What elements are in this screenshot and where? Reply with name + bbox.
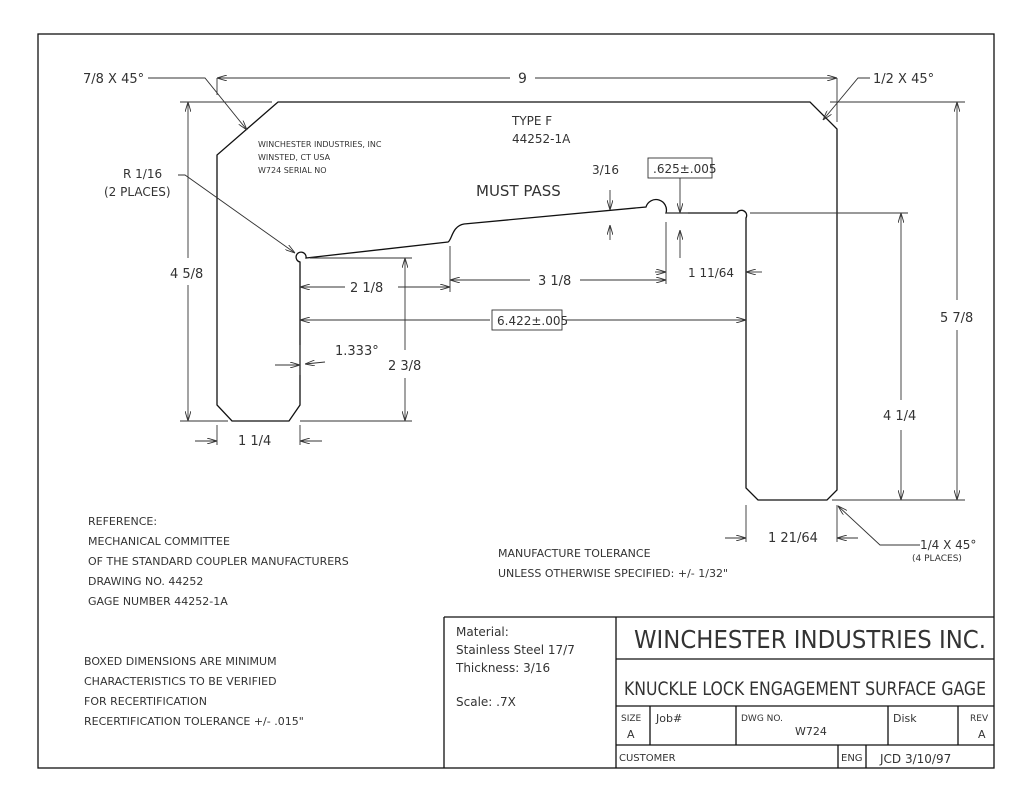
eng-value: JCD 3/10/97 xyxy=(879,752,951,766)
chamfer-tl-label: 7/8 X 45° xyxy=(83,72,144,87)
dwg-value: W724 xyxy=(795,725,827,738)
drawing-border xyxy=(37,33,995,769)
reference-note: MECHANICAL COMMITTEE xyxy=(88,535,230,548)
chamfer-bottom-label: 1/4 X 45° xyxy=(920,538,976,552)
reference-note: REFERENCE: xyxy=(88,515,157,528)
title-block: Material: Stainless Steel 17/7 Thickness… xyxy=(443,616,994,768)
rev-value: A xyxy=(978,728,986,741)
scale-label: Scale: .7X xyxy=(456,695,516,709)
boxed-note: CHARACTERISTICS TO BE VERIFIED xyxy=(84,675,277,688)
tolerance-note-1: MANUFACTURE TOLERANCE xyxy=(498,547,651,560)
material-label: Material: xyxy=(456,625,509,639)
reference-note: OF THE STANDARD COUPLER MANUFACTURERS xyxy=(88,555,349,568)
eng-label: ENG xyxy=(841,753,863,764)
reference-notes: REFERENCE: MECHANICAL COMMITTEE OF THE S… xyxy=(88,515,349,608)
dim-6-422-box xyxy=(491,309,563,331)
drawing-title: KNUCKLE LOCK ENGAGEMENT SURFACE GAGE xyxy=(624,678,986,700)
reference-note: GAGE NUMBER 44252-1A xyxy=(88,595,228,608)
dim-left-height: 4 5/8 xyxy=(170,267,203,282)
boxed-note: FOR RECERTIFICATION xyxy=(84,695,207,708)
chamfer-tl-leader xyxy=(148,77,247,130)
gage-outline xyxy=(216,101,838,501)
rev-label: REV xyxy=(970,714,989,724)
part-marking-line3: W724 SERIAL NO xyxy=(258,166,327,175)
dim-1-11-64: 1 11/64 xyxy=(688,266,734,280)
reference-note: DRAWING NO. 44252 xyxy=(88,575,203,588)
dim-right-height: 5 7/8 xyxy=(940,311,973,326)
job-label: Job# xyxy=(655,712,682,725)
dim-6-422-value: 6.422±.005 xyxy=(497,314,568,328)
dim-2-3-8: 2 3/8 xyxy=(388,359,421,374)
part-marking-line1: WINCHESTER INDUSTRIES, INC xyxy=(258,140,382,149)
dim-9-label: 9 xyxy=(518,71,527,87)
dim-1-1-4: 1 1/4 xyxy=(238,434,271,449)
boxed-note: RECERTIFICATION TOLERANCE +/- .015" xyxy=(84,715,304,728)
radius-places-label: (2 PLACES) xyxy=(104,185,171,199)
chamfer-tr-leader xyxy=(823,77,870,120)
size-value: A xyxy=(627,728,635,741)
tolerance-note-2: UNLESS OTHERWISE SPECIFIED: +/- 1/32" xyxy=(498,567,728,580)
chamfer-bottom-places: (4 PLACES) xyxy=(912,554,962,564)
company-name: WINCHESTER INDUSTRIES INC. xyxy=(634,625,986,654)
dim-3-16: 3/16 xyxy=(592,163,619,177)
radius-label: R 1/16 xyxy=(123,167,162,181)
material-value: Stainless Steel 17/7 xyxy=(456,643,575,657)
boxed-note: BOXED DIMENSIONS ARE MINIMUM xyxy=(84,655,277,668)
type-label-line2: 44252-1A xyxy=(512,132,571,146)
type-label-line1: TYPE F xyxy=(511,114,552,128)
disk-label: Disk xyxy=(893,712,917,725)
dim-1-21-64: 1 21/64 xyxy=(768,531,818,546)
angle-label: 1.333° xyxy=(335,344,379,359)
boxed-notes: BOXED DIMENSIONS ARE MINIMUM CHARACTERIS… xyxy=(84,655,304,728)
must-pass-dim-value: .625±.005 xyxy=(653,162,717,176)
dim-2-1-8: 2 1/8 xyxy=(350,281,383,296)
dwg-label: DWG NO. xyxy=(741,714,783,724)
thickness-label: Thickness: 3/16 xyxy=(455,661,550,675)
dim-4-1-4: 4 1/4 xyxy=(883,409,916,424)
radius-leader xyxy=(178,174,295,253)
must-pass-label: MUST PASS xyxy=(476,182,561,200)
must-pass-dim-box xyxy=(647,157,713,179)
dim-3-1-8: 3 1/8 xyxy=(538,274,571,289)
part-marking-line2: WINSTED, CT USA xyxy=(258,153,331,162)
customer-label: CUSTOMER xyxy=(619,753,676,764)
size-label: SIZE xyxy=(621,714,642,724)
chamfer-tr-label: 1/2 X 45° xyxy=(873,72,934,87)
